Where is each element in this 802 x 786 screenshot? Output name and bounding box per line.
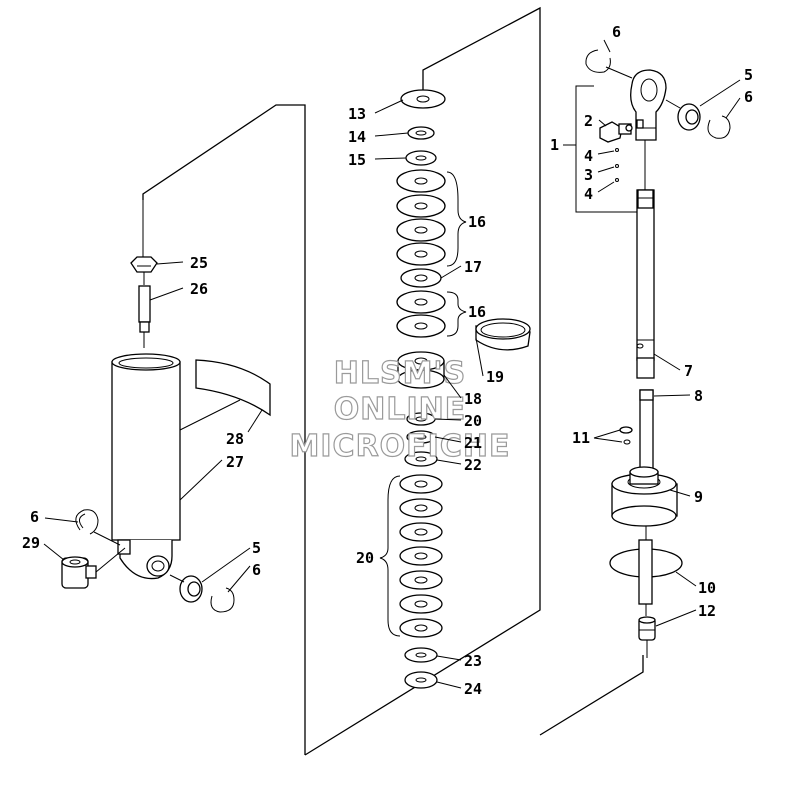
circlip-6-right [707, 115, 731, 139]
bushing-5-left [179, 575, 203, 603]
callout-11: 11 [572, 429, 590, 447]
watermark-line-2: ONLINE [334, 392, 467, 427]
valve-12 [638, 616, 656, 641]
piston-9 [611, 466, 678, 527]
callout-20-stack: 20 [356, 549, 374, 567]
callout-29: 29 [22, 534, 40, 552]
callout-7: 7 [684, 362, 693, 380]
eyelet-1 [630, 69, 667, 141]
right-assembly [585, 49, 731, 658]
washer-13 [400, 89, 446, 109]
valve-fitting-29 [61, 547, 126, 589]
callout-15: 15 [348, 151, 366, 169]
brace-16-lower [446, 291, 467, 337]
shaft-7 [636, 189, 655, 379]
piston-rod-8 [639, 389, 654, 479]
callout-28: 28 [226, 430, 244, 448]
callout-23: 23 [464, 652, 482, 670]
callout-26: 26 [190, 280, 208, 298]
washer-22 [404, 451, 438, 467]
callout-24: 24 [464, 680, 482, 698]
brace-20 [379, 475, 401, 637]
left-panel [142, 104, 306, 755]
callout-27: 27 [226, 453, 244, 471]
callout-16-lower: 16 [468, 303, 486, 321]
piston-18 [397, 351, 445, 389]
bushing-5-top [677, 103, 701, 131]
fitting-2 [599, 121, 633, 143]
piston-ring-19 [475, 318, 531, 351]
callout-16-upper: 16 [468, 213, 486, 231]
shim-17 [400, 268, 442, 288]
callout-6-left-lower: 6 [252, 561, 261, 579]
callout-6-top: 6 [612, 23, 621, 41]
center-stack [379, 70, 531, 689]
callout-21: 21 [464, 434, 482, 452]
callout-10: 10 [698, 579, 716, 597]
callout-5-top: 5 [744, 66, 753, 84]
callout-18: 18 [464, 390, 482, 408]
callout-4-upper: 4 [584, 147, 593, 165]
callout-19: 19 [486, 368, 504, 386]
callout-1: 1 [550, 136, 559, 154]
shim-15 [405, 150, 437, 166]
leader-lines [43, 39, 741, 689]
shims-20-stack [399, 474, 443, 638]
callout-6-right: 6 [744, 88, 753, 106]
callout-9: 9 [694, 488, 703, 506]
watermark: HLSM'S ONLINE MICROFICHE [289, 355, 511, 464]
callout-5-left: 5 [252, 539, 261, 557]
callout-2: 2 [584, 112, 593, 130]
callout-22: 22 [464, 456, 482, 474]
callout-14: 14 [348, 128, 366, 146]
callout-8: 8 [694, 387, 703, 405]
left-assembly [61, 200, 271, 613]
shims-16-lower [396, 290, 446, 338]
watermark-line-3: MICROFICHE [290, 429, 511, 464]
callout-6-left: 6 [30, 508, 39, 526]
shock-body-27 [111, 353, 181, 580]
heat-shield-28 [179, 359, 271, 431]
callout-12: 12 [698, 602, 716, 620]
callout-4-lower: 4 [584, 185, 593, 203]
washer-24 [404, 671, 438, 689]
hex-nut-25 [130, 256, 158, 273]
callout-labels: 1 2 3 4 4 5 5 6 6 6 6 7 8 9 10 11 12 13 … [22, 23, 753, 698]
callout-20-upper: 20 [464, 412, 482, 430]
shims-16-upper [396, 169, 446, 266]
circlip-6-left [75, 509, 99, 535]
callout-3: 3 [584, 166, 593, 184]
screws-11 [619, 426, 633, 445]
circlip-6-top [585, 49, 611, 73]
washer-14 [407, 126, 435, 140]
washer-23 [404, 647, 438, 663]
right-panel [539, 85, 644, 736]
circlip-6-left-lower [210, 587, 235, 613]
watermark-line-1: HLSM'S [334, 356, 466, 391]
callout-17: 17 [464, 258, 482, 276]
brace-16-upper [446, 171, 467, 267]
callout-13: 13 [348, 105, 366, 123]
callout-25: 25 [190, 254, 208, 272]
rod-lower [638, 539, 653, 605]
bolt-26 [138, 285, 151, 333]
